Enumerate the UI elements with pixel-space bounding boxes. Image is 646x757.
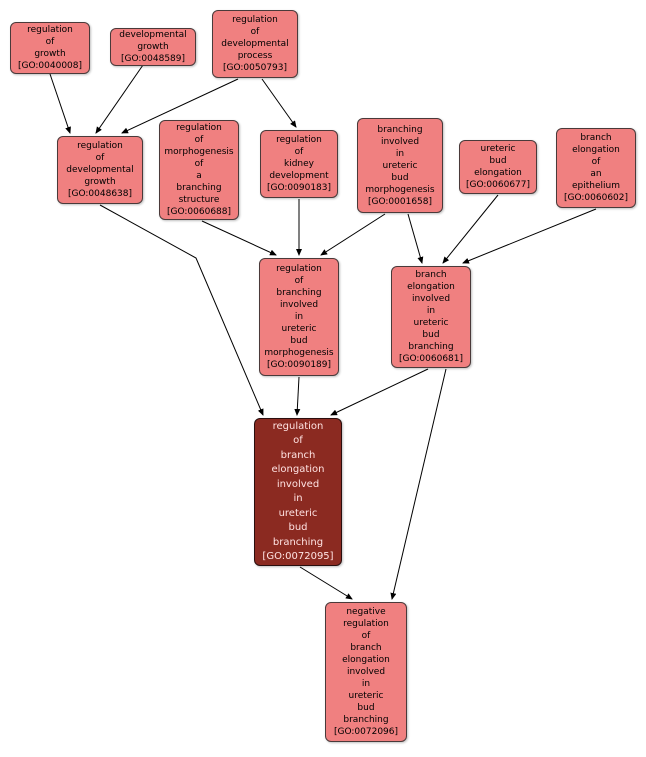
node-label: ureteric bud elongation [GO:0060677] [465, 144, 531, 190]
node-go-0090189[interactable]: regulation of branching involved in uret… [259, 258, 339, 376]
edge-GO:0060681-to-GO:0072095 [330, 368, 429, 416]
edge-GO:0060677-to-GO:0060681 [442, 194, 499, 264]
node-label: regulation of kidney development [GO:009… [266, 135, 332, 193]
node-go-0048638[interactable]: regulation of developmental growth [GO:0… [57, 136, 143, 204]
node-label: regulation of growth [GO:0040008] [17, 25, 83, 71]
node-go-0060688[interactable]: regulation of morphogenesis of a branchi… [159, 120, 239, 220]
node-label: branch elongation involved in ureteric b… [398, 270, 464, 364]
node-label: regulation of developmental growth [GO:0… [66, 141, 134, 199]
node-go-0050793[interactable]: regulation of developmental process [GO:… [212, 10, 298, 78]
node-go-0048589[interactable]: developmental growth [GO:0048589] [110, 28, 196, 66]
node-label: developmental growth [GO:0048589] [119, 30, 187, 64]
node-go-0090183[interactable]: regulation of kidney development [GO:009… [260, 130, 338, 198]
edge-GO:0060681-to-GO:0072096 [390, 368, 447, 600]
node-label: negative regulation of branch elongation… [333, 607, 399, 737]
edge-GO:0001658-to-GO:0090189 [320, 213, 386, 256]
node-go-0040008[interactable]: regulation of growth [GO:0040008] [10, 22, 90, 74]
edge-GO:0060602-to-GO:0060681 [462, 208, 597, 264]
edge-GO:0001658-to-GO:0060681 [407, 213, 424, 264]
node-label: branching involved in ureteric bud morph… [365, 124, 435, 207]
edge-GO:0090189-to-GO:0072095 [294, 376, 301, 416]
node-go-0072096[interactable]: negative regulation of branch elongation… [325, 602, 407, 742]
edge-GO:0048638-to-GO:0072095 [99, 204, 264, 416]
node-label: regulation of branch elongation involved… [262, 420, 334, 563]
node-label: regulation of morphogenesis of a branchi… [164, 123, 234, 217]
node-go-0060681[interactable]: branch elongation involved in ureteric b… [391, 266, 471, 368]
node-label: regulation of developmental process [GO:… [221, 15, 289, 73]
edge-GO:0060688-to-GO:0090189 [201, 220, 277, 256]
node-go-0072095-selected[interactable]: regulation of branch elongation involved… [254, 418, 342, 566]
node-go-0001658[interactable]: branching involved in ureteric bud morph… [357, 118, 443, 213]
edge-GO:0048589-to-GO:0048638 [95, 64, 144, 134]
node-go-0060677[interactable]: ureteric bud elongation [GO:0060677] [459, 140, 537, 194]
edge-GO:0040008-to-GO:0048638 [49, 73, 71, 134]
node-go-0060602[interactable]: branch elongation of an epithelium [GO:0… [556, 128, 636, 208]
edge-GO:0072095-to-GO:0072096 [299, 566, 353, 600]
node-label: branch elongation of an epithelium [GO:0… [563, 133, 629, 203]
node-label: regulation of branching involved in uret… [264, 264, 334, 370]
edge-GO:0050793-to-GO:0090183 [261, 78, 297, 128]
